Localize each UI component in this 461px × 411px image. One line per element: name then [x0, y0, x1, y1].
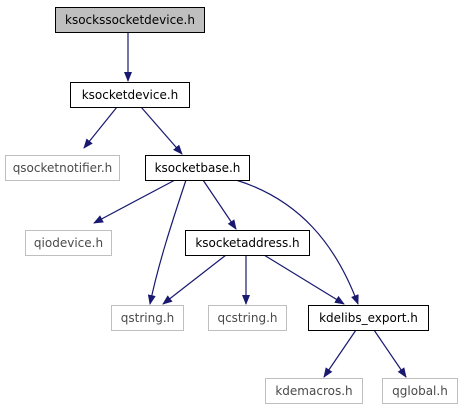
node-ksockssocketdevice[interactable]: ksockssocketdevice.h [55, 7, 205, 33]
node-qsocketnotifier: qsocketnotifier.h [5, 155, 120, 181]
node-label: ksocketdevice.h [82, 88, 179, 102]
node-label: qstring.h [121, 311, 174, 325]
node-qstring: qstring.h [111, 305, 184, 331]
node-box [145, 155, 250, 181]
node-ksocketbase[interactable]: ksocketbase.h [145, 155, 250, 181]
node-label: qglobal.h [392, 384, 448, 398]
file-nodes: ksockssocketdevice.h ksocketdevice.h qsock… [5, 7, 458, 404]
node-kdemacros: kdemacros.h [265, 378, 363, 404]
node-ksocketaddress[interactable]: ksocketaddress.h [185, 230, 310, 256]
node-box [185, 230, 310, 256]
edge-ksocketbase-to-ksocketaddress [202, 179, 237, 230]
edge-ksocketbase-to-kdelibs_export [235, 179, 359, 305]
node-box [5, 155, 120, 181]
dependency-edges [83, 32, 407, 378]
node-box [265, 378, 363, 404]
node-qcstring: qcstring.h [208, 305, 287, 331]
node-label: qsocketnotifier.h [13, 161, 113, 175]
node-box [55, 7, 205, 33]
node-qglobal: qglobal.h [382, 378, 458, 404]
edge-ksocketdevice-to-ksocketbase [140, 106, 183, 155]
node-box [308, 305, 429, 331]
edge-ksocketaddress-to-qstring [162, 254, 227, 305]
node-box [111, 305, 184, 331]
edge-kdelibs_export-to-kdemacros [323, 329, 357, 378]
node-box [382, 378, 458, 404]
node-box [25, 230, 112, 256]
edge-ksocketaddress-to-kdelibs_export [263, 254, 345, 305]
edge-ksocketdevice-to-qsocketnotifier [83, 106, 118, 149]
node-label: ksockssocketdevice.h [65, 13, 195, 27]
node-label: ksocketbase.h [155, 161, 241, 175]
node-box [70, 82, 190, 108]
node-kdelibs_export[interactable]: kdelibs_export.h [308, 305, 429, 331]
node-box [208, 305, 287, 331]
node-label: qcstring.h [217, 311, 277, 325]
node-label: kdemacros.h [275, 384, 352, 398]
edge-ksocketbase-to-qstring [147, 179, 187, 305]
node-qiodevice: qiodevice.h [25, 230, 112, 256]
node-label: ksocketaddress.h [195, 236, 299, 250]
node-ksocketdevice[interactable]: ksocketdevice.h [70, 82, 190, 108]
edge-kdelibs_export-to-qglobal [373, 329, 407, 378]
node-label: kdelibs_export.h [319, 311, 418, 325]
node-label: qiodevice.h [34, 236, 103, 250]
edge-ksocketbase-to-qiodevice [93, 179, 176, 224]
